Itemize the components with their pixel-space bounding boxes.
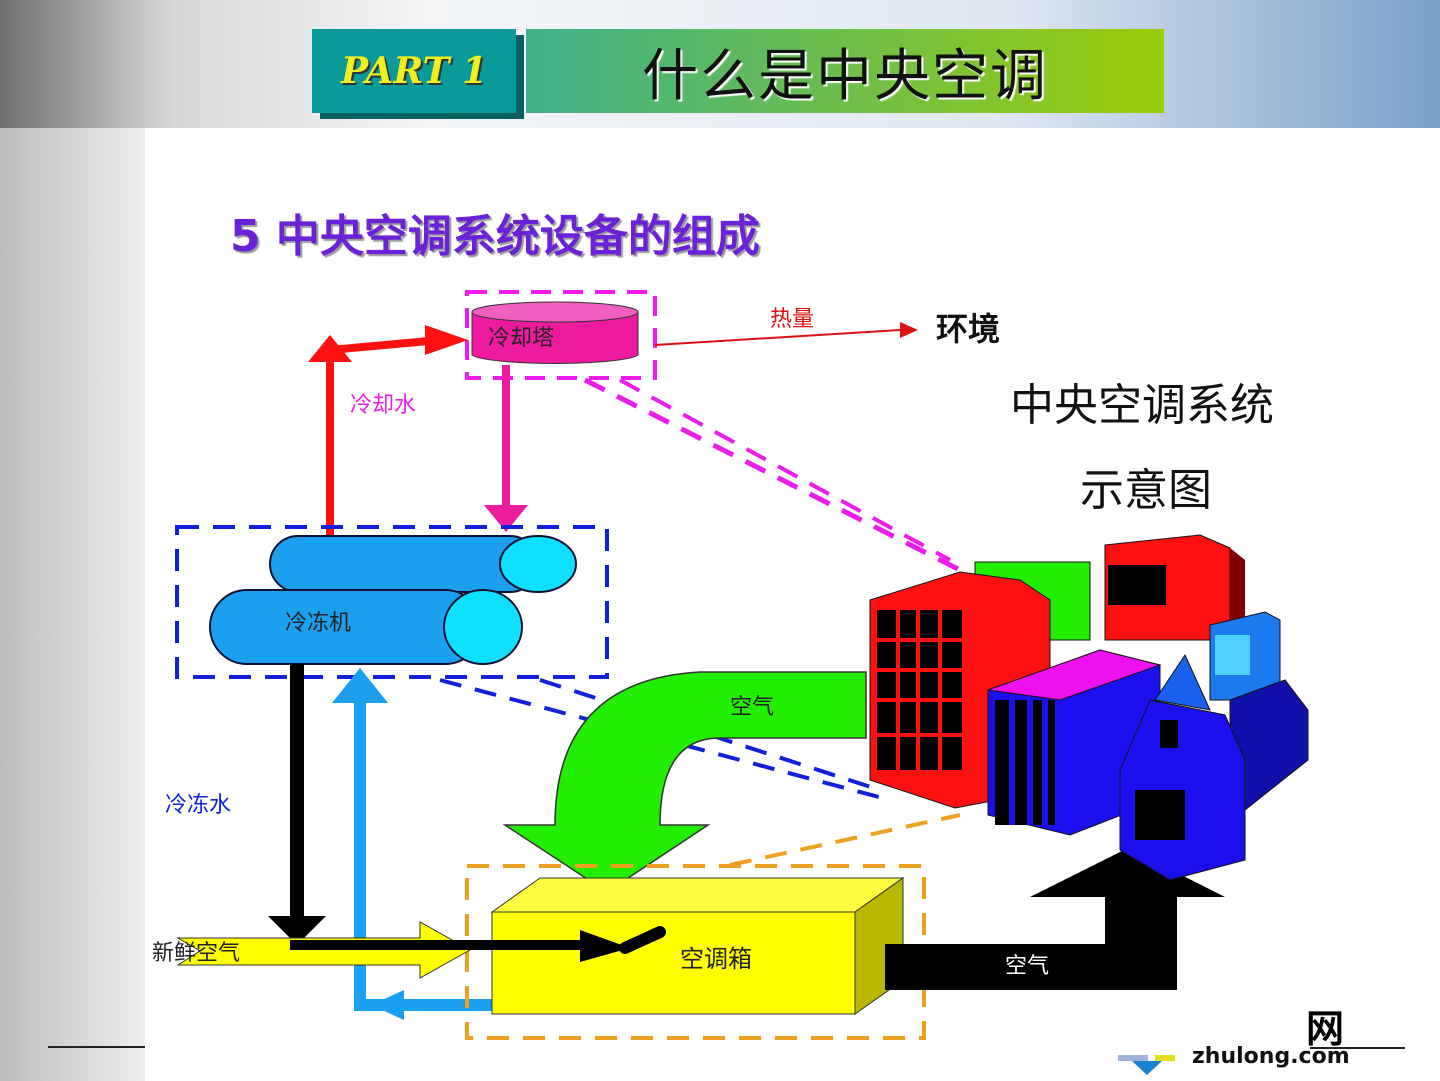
air-bottom-label: 空气 xyxy=(1005,954,1049,979)
chiller-upper-drum-end xyxy=(499,535,577,593)
caption-line2: 示意图 xyxy=(1080,465,1212,516)
chilled-water-up-arrowhead xyxy=(332,668,388,703)
chiller-label: 冷冻机 xyxy=(285,611,351,636)
chilled-water-label: 冷冻水 xyxy=(165,793,231,818)
cooling-water-up-arrowhead xyxy=(308,335,352,362)
chiller-upper-drum xyxy=(269,535,539,593)
environment-label: 环境 xyxy=(936,310,1000,348)
supply-air-arrow xyxy=(885,848,1225,990)
chilled-water-down-arrowhead xyxy=(268,916,326,945)
cooling-tower-label: 冷却塔 xyxy=(488,326,554,351)
ahu-front xyxy=(491,911,856,1015)
ahu-building-link xyxy=(729,813,961,867)
fresh-air-label: 新鲜空气 xyxy=(152,941,240,966)
logo-bar-blue xyxy=(1118,1055,1148,1061)
return-air-arrow xyxy=(502,671,867,893)
air-top-label: 空气 xyxy=(730,695,774,720)
caption-line1: 中央空调系统 xyxy=(1010,380,1274,431)
logo-bar-yellow xyxy=(1155,1055,1175,1061)
chiller-boundary xyxy=(175,525,609,679)
heat-label: 热量 xyxy=(770,307,814,332)
coil-arrowhead xyxy=(580,930,630,962)
cooling-water-right-arrowhead xyxy=(425,325,468,355)
cooling-water-supply-pipe xyxy=(326,336,441,535)
buildings-illustration xyxy=(869,534,1309,881)
part-badge: PART 1 xyxy=(312,29,516,113)
chilled-water-left-arrowhead xyxy=(371,990,404,1020)
slide-title: 什么是中央空调 xyxy=(526,29,1164,113)
heat-arrowhead xyxy=(900,322,918,338)
logo-arrow-icon xyxy=(1132,1061,1162,1075)
section-subtitle: 5 中央空调系统设备的组成 xyxy=(230,211,760,262)
chiller-lower-drum-end xyxy=(443,589,523,665)
cooling-water-down-arrowhead xyxy=(484,505,528,532)
tower-building-link xyxy=(583,377,962,573)
chiller-building-link-2 xyxy=(539,678,881,792)
ahu-label: 空调箱 xyxy=(680,945,752,973)
tower-building-link-2 xyxy=(619,378,951,562)
cooling-tower-body xyxy=(471,311,639,364)
heat-arrow xyxy=(654,329,901,346)
zhulong-logo: zhulong.com xyxy=(1192,1044,1350,1069)
logo-char: 网 xyxy=(1306,1006,1345,1051)
coil-pipe-end xyxy=(619,926,666,954)
cooling-tower-top xyxy=(471,301,639,323)
cooling-water-label: 冷却水 xyxy=(350,393,416,418)
cooling-tower-boundary xyxy=(465,290,657,380)
ahu-top xyxy=(490,877,905,913)
